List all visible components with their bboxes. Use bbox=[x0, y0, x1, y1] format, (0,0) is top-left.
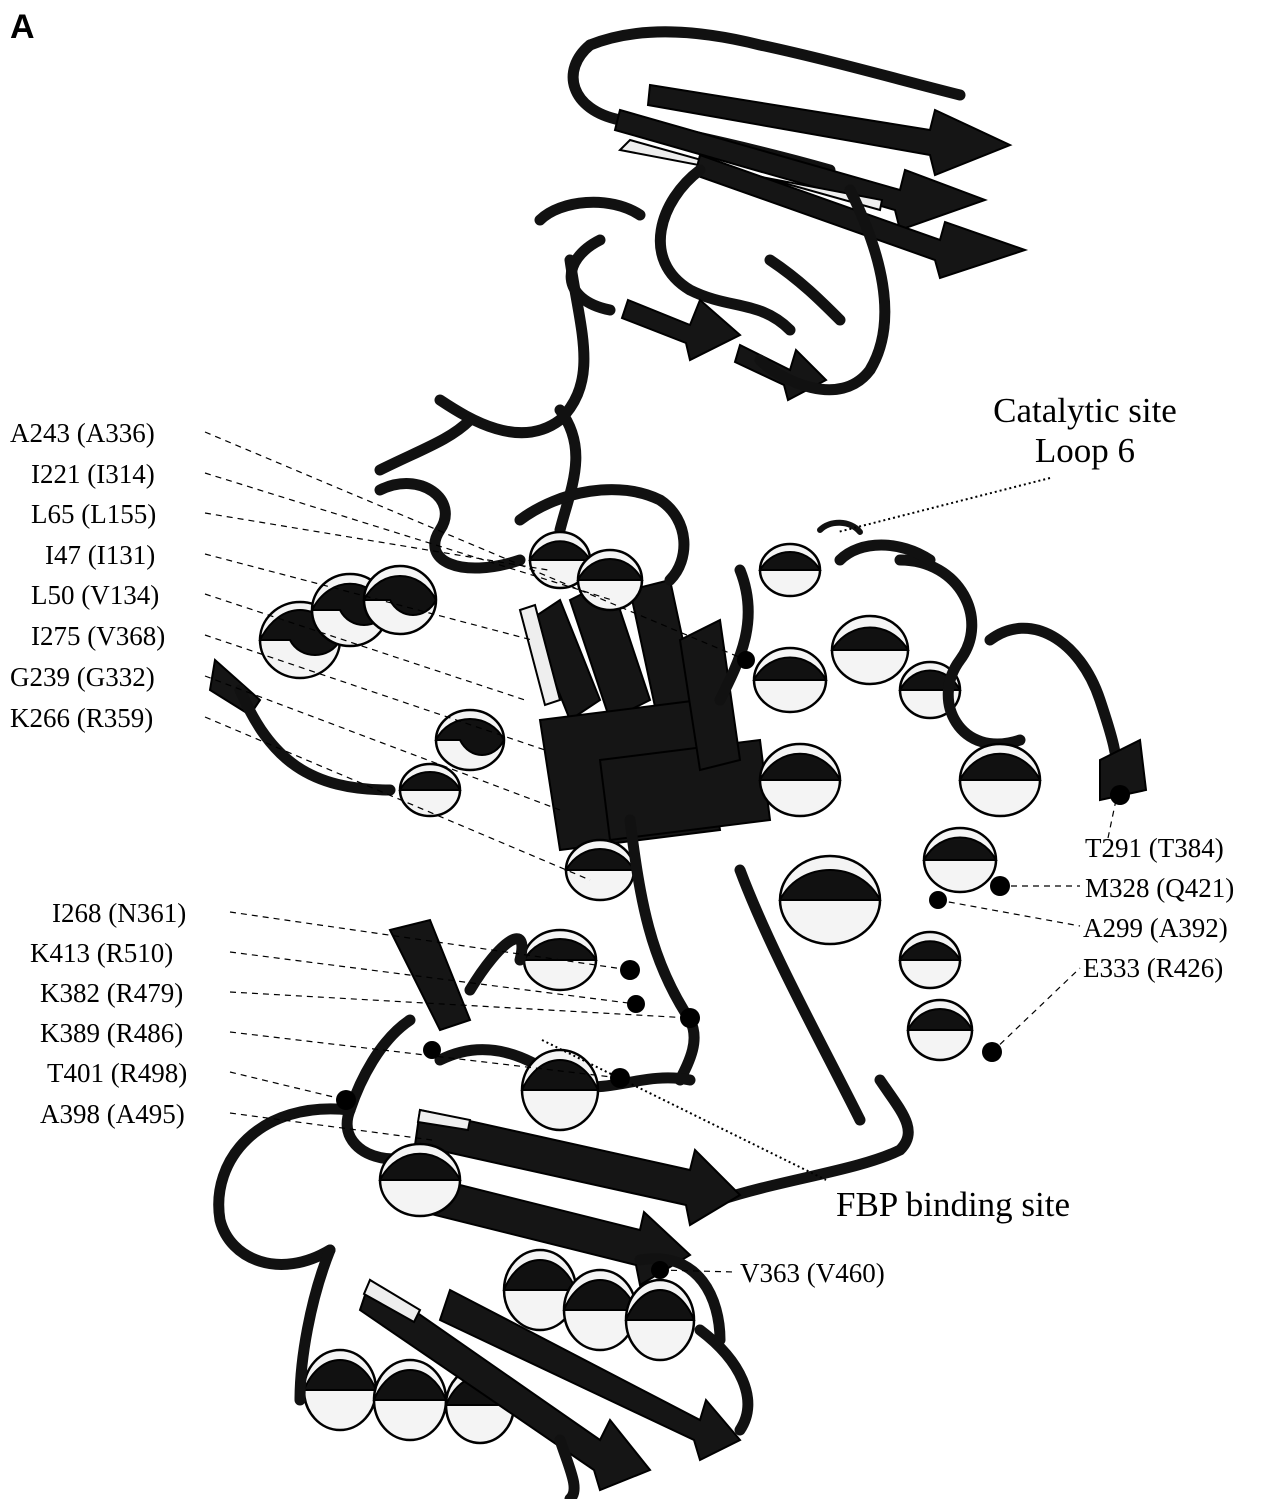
residue-label: K389 (R486) bbox=[40, 1018, 183, 1048]
top-domain bbox=[440, 32, 1025, 433]
residue-label: A243 (A336) bbox=[10, 418, 155, 448]
residue-label: L50 (V134) bbox=[31, 580, 159, 610]
residue-label: T401 (R498) bbox=[47, 1058, 187, 1088]
residue-label: K413 (R510) bbox=[30, 938, 173, 968]
residue-label: I268 (N361) bbox=[52, 898, 186, 928]
residue-label: K266 (R359) bbox=[10, 703, 153, 733]
residue-label: G239 (G332) bbox=[10, 662, 155, 692]
residue-label: M328 (Q421) bbox=[1085, 873, 1234, 903]
residue-label: K382 (R479) bbox=[40, 978, 183, 1008]
residue-label: V363 (V460) bbox=[740, 1258, 885, 1288]
ribbon-structure bbox=[210, 32, 1146, 1499]
panel-label: A bbox=[10, 8, 35, 46]
residue-label: I47 (I131) bbox=[45, 540, 155, 570]
fbp-binding-site-label: FBP binding site bbox=[836, 1185, 1070, 1224]
left-residue-labels: A243 (A336) I221 (I314) L65 (L155) I47 (… bbox=[10, 418, 187, 1129]
residue-label: A398 (A495) bbox=[40, 1099, 185, 1129]
residue-label: I221 (I314) bbox=[31, 459, 155, 489]
catalytic-site-label: Catalytic site Loop 6 bbox=[993, 391, 1177, 470]
residue-label: E333 (R426) bbox=[1083, 953, 1223, 983]
right-residue-labels: T291 (T384) M328 (Q421) A299 (A392) E333… bbox=[1083, 833, 1234, 983]
residue-label: L65 (L155) bbox=[31, 499, 156, 529]
residue-label: I275 (V368) bbox=[31, 621, 165, 651]
residue-label: T291 (T384) bbox=[1085, 833, 1224, 863]
catalytic-site-line2: Loop 6 bbox=[1035, 431, 1135, 470]
catalytic-site-line1: Catalytic site bbox=[993, 391, 1177, 430]
residue-label: A299 (A392) bbox=[1083, 913, 1228, 943]
